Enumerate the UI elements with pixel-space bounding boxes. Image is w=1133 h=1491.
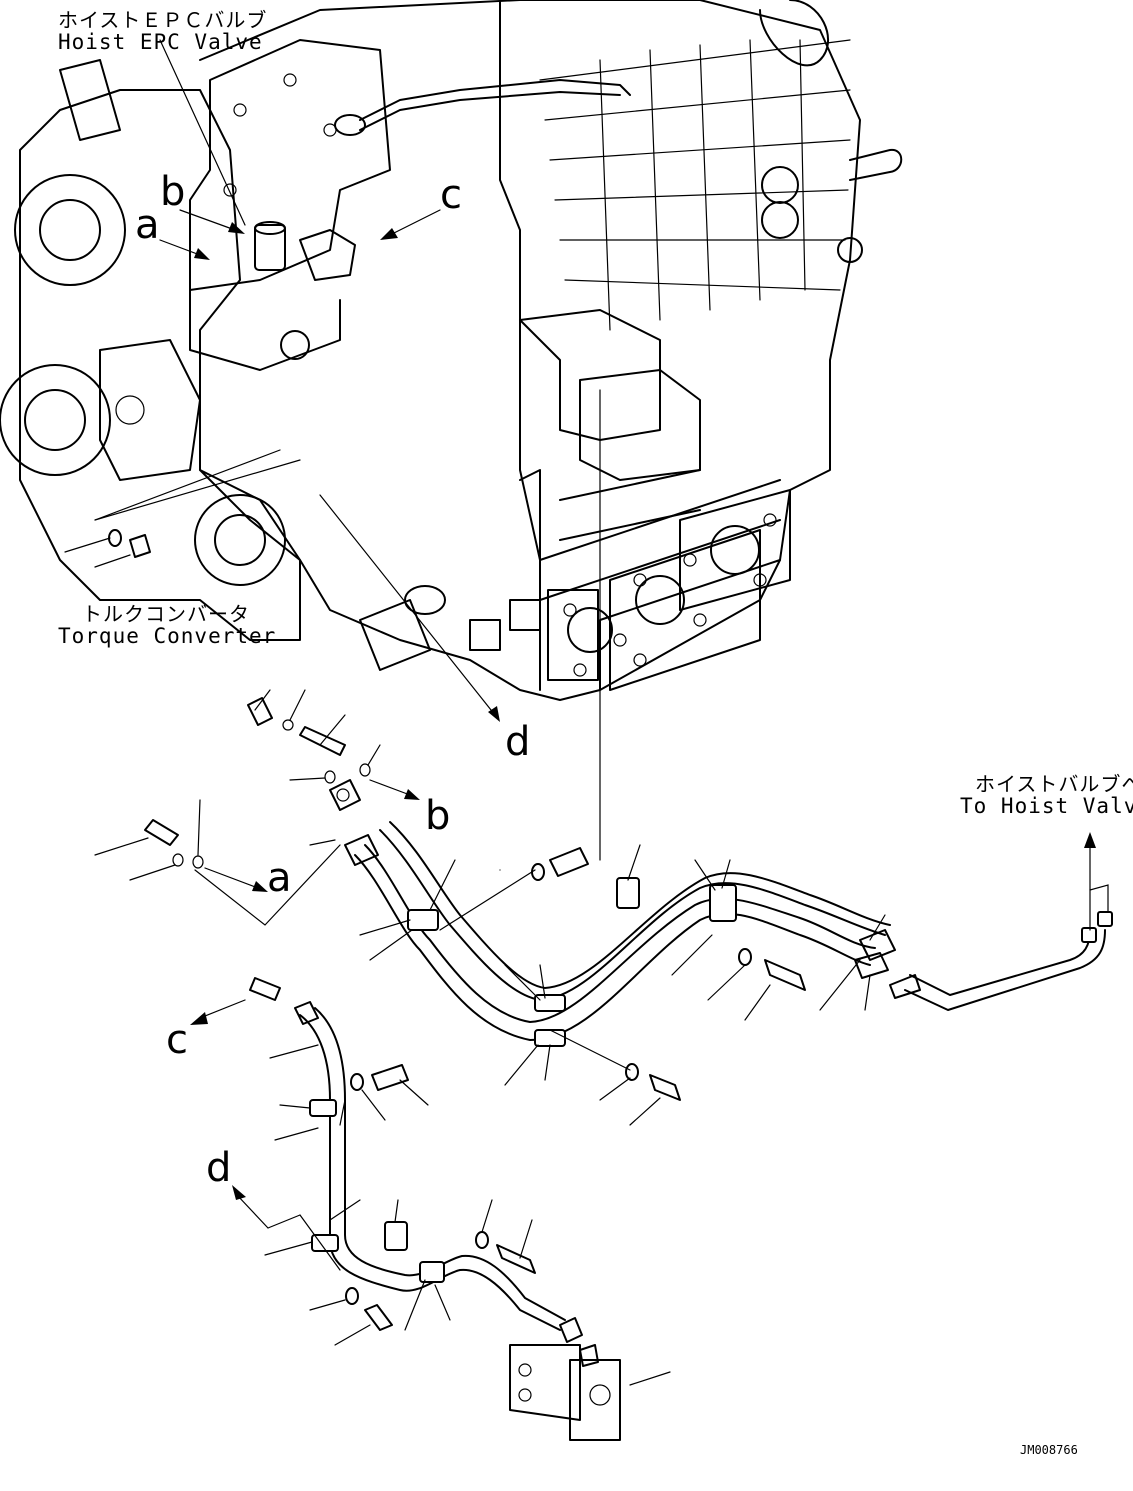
plug-lower-right: [761, 201, 799, 239]
torque-converter-label-jp: トルクコンバータ: [82, 602, 250, 626]
plug-upper-right: [761, 166, 799, 204]
pipe-to-hoist-valve: [889, 832, 1113, 1011]
torque-converter-bolts: [64, 449, 301, 568]
top-arrows: [159, 39, 500, 722]
hose-assembly-main: [329, 779, 896, 1047]
leader-lines-lower: [199, 999, 671, 1386]
connection-letter-a-bottom: a: [267, 855, 292, 901]
connection-letter-c-top: c: [440, 172, 462, 218]
hose-bolts-mid: [439, 844, 806, 1101]
lower-hose-assembly: [249, 977, 621, 1441]
engine-block: [199, 0, 861, 701]
leader-lines-mid: [359, 859, 886, 1126]
plug-right: [837, 237, 863, 263]
connection-letter-b-bottom: b: [425, 793, 451, 839]
connection-letter-d-top: d: [505, 719, 531, 765]
connection-letter-b-top: b: [160, 169, 186, 215]
hoist-epc-valve-label-en: Hoist EPC Valve: [58, 30, 263, 54]
hoist-epc-valve-body: [189, 39, 631, 371]
hoist-epc-valve-label-jp: ホイストＥＰＣバルブ: [58, 8, 268, 32]
arrow-c-lower: [190, 1012, 208, 1025]
connection-letter-a-top: a: [135, 202, 160, 248]
connection-letter-d-bottom: d: [206, 1145, 232, 1191]
lifting-eye: [759, 0, 830, 67]
torque-converter-label-en: Torque Converter: [58, 624, 277, 648]
arrow-d-lower: [232, 1185, 246, 1200]
connection-letter-c-bottom: c: [166, 1017, 188, 1063]
torque-converter-housing: [0, 59, 301, 641]
to-hoist-valve-label-jp: ホイストバルブへ: [975, 772, 1133, 796]
fittings-top: [94, 689, 420, 926]
drawing-code: JM008766: [1020, 1443, 1078, 1457]
upper-pipe-right: [849, 148, 903, 181]
to-hoist-valve-label-en: To Hoist Valve: [960, 794, 1133, 818]
